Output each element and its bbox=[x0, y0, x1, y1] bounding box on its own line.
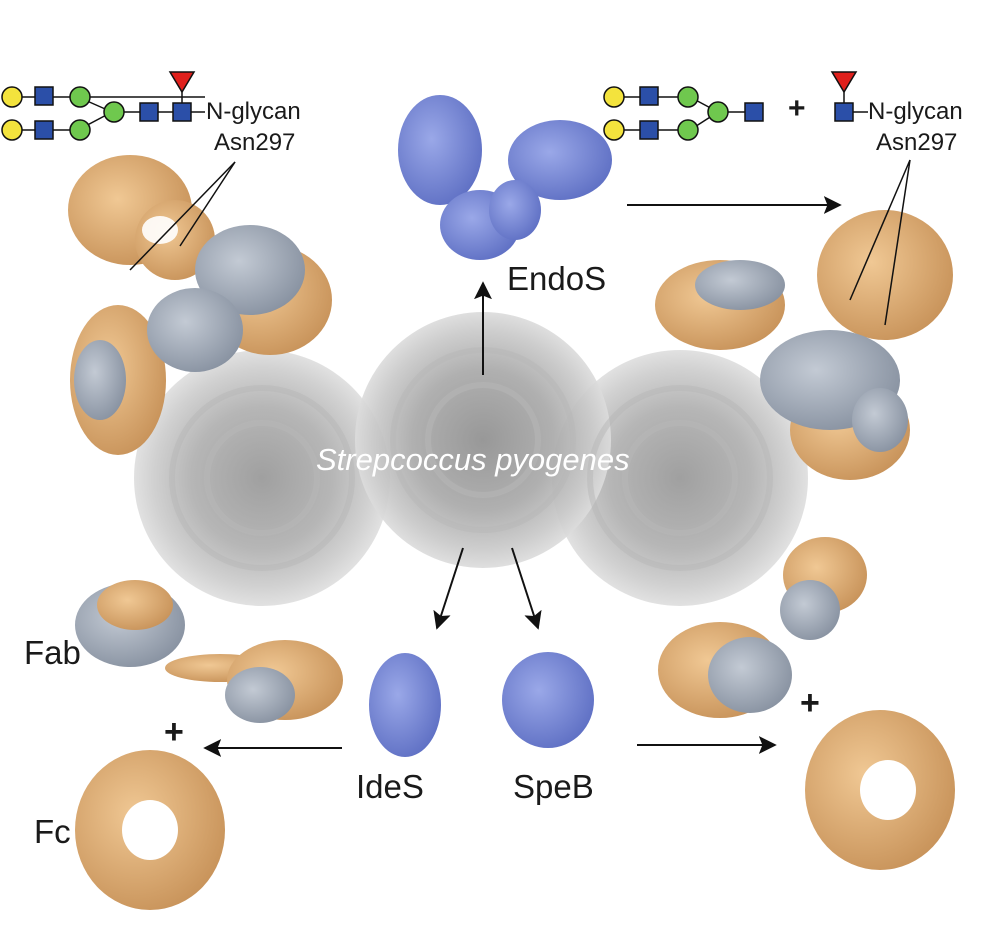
plus-sign-right: + bbox=[800, 684, 820, 722]
glycan-label-right: N-glycan bbox=[868, 98, 963, 125]
plus-sign-top: + bbox=[788, 92, 806, 125]
organism-label: Strepcoccus pyogenes bbox=[316, 442, 630, 477]
fc-fragment-left bbox=[75, 750, 225, 910]
mannose-circle bbox=[103, 101, 125, 123]
mannose-circle bbox=[69, 119, 91, 141]
igg-intact-left bbox=[68, 155, 332, 455]
galactose-circle bbox=[1, 86, 23, 108]
fc-fragment-right bbox=[805, 710, 955, 870]
light-chain-surface bbox=[695, 260, 908, 452]
asn297-label-right: Asn297 bbox=[876, 129, 958, 156]
glycan-structure-left bbox=[1, 71, 205, 141]
fab-fragment-left bbox=[75, 580, 343, 723]
glcnac-square bbox=[34, 120, 54, 140]
galactose-circle bbox=[603, 119, 625, 141]
galactose-circle bbox=[1, 119, 23, 141]
mannose-circle bbox=[707, 101, 729, 123]
fc-label: Fc bbox=[34, 813, 71, 850]
speb-label: SpeB bbox=[513, 768, 594, 805]
mannose-circle bbox=[69, 86, 91, 108]
glycan-structure-right bbox=[603, 71, 868, 141]
glcnac-square bbox=[744, 102, 764, 122]
arrow-to-speb bbox=[511, 547, 542, 630]
reaction-arrows bbox=[203, 196, 842, 757]
endos-label: EndoS bbox=[507, 260, 607, 297]
glcnac-square bbox=[834, 102, 854, 122]
mannose-circle bbox=[677, 119, 699, 141]
glycan-label-left: N-glycan bbox=[206, 98, 301, 125]
light-chain-surface bbox=[74, 225, 305, 420]
glcnac-square bbox=[139, 102, 159, 122]
fucose-triangle bbox=[830, 71, 858, 94]
glcnac-square bbox=[34, 86, 54, 106]
igg-deglycosylated-right bbox=[655, 159, 953, 480]
ides-label: IdeS bbox=[356, 768, 424, 805]
ides-enzyme-surface bbox=[369, 653, 441, 757]
speb-enzyme-surface bbox=[502, 652, 594, 748]
plus-sign-left: + bbox=[164, 713, 184, 751]
glcnac-square bbox=[639, 86, 659, 106]
galactose-circle bbox=[603, 86, 625, 108]
fucose-triangle bbox=[168, 71, 196, 94]
asn297-label-left: Asn297 bbox=[214, 129, 296, 156]
fab-label: Fab bbox=[24, 634, 81, 671]
endos-enzyme-surface bbox=[398, 95, 612, 260]
glcnac-square bbox=[639, 120, 659, 140]
mannose-circle bbox=[677, 86, 699, 108]
fab-fragment-right bbox=[658, 537, 867, 718]
glcnac-square bbox=[172, 102, 192, 122]
arrow-to-ides bbox=[433, 547, 464, 630]
